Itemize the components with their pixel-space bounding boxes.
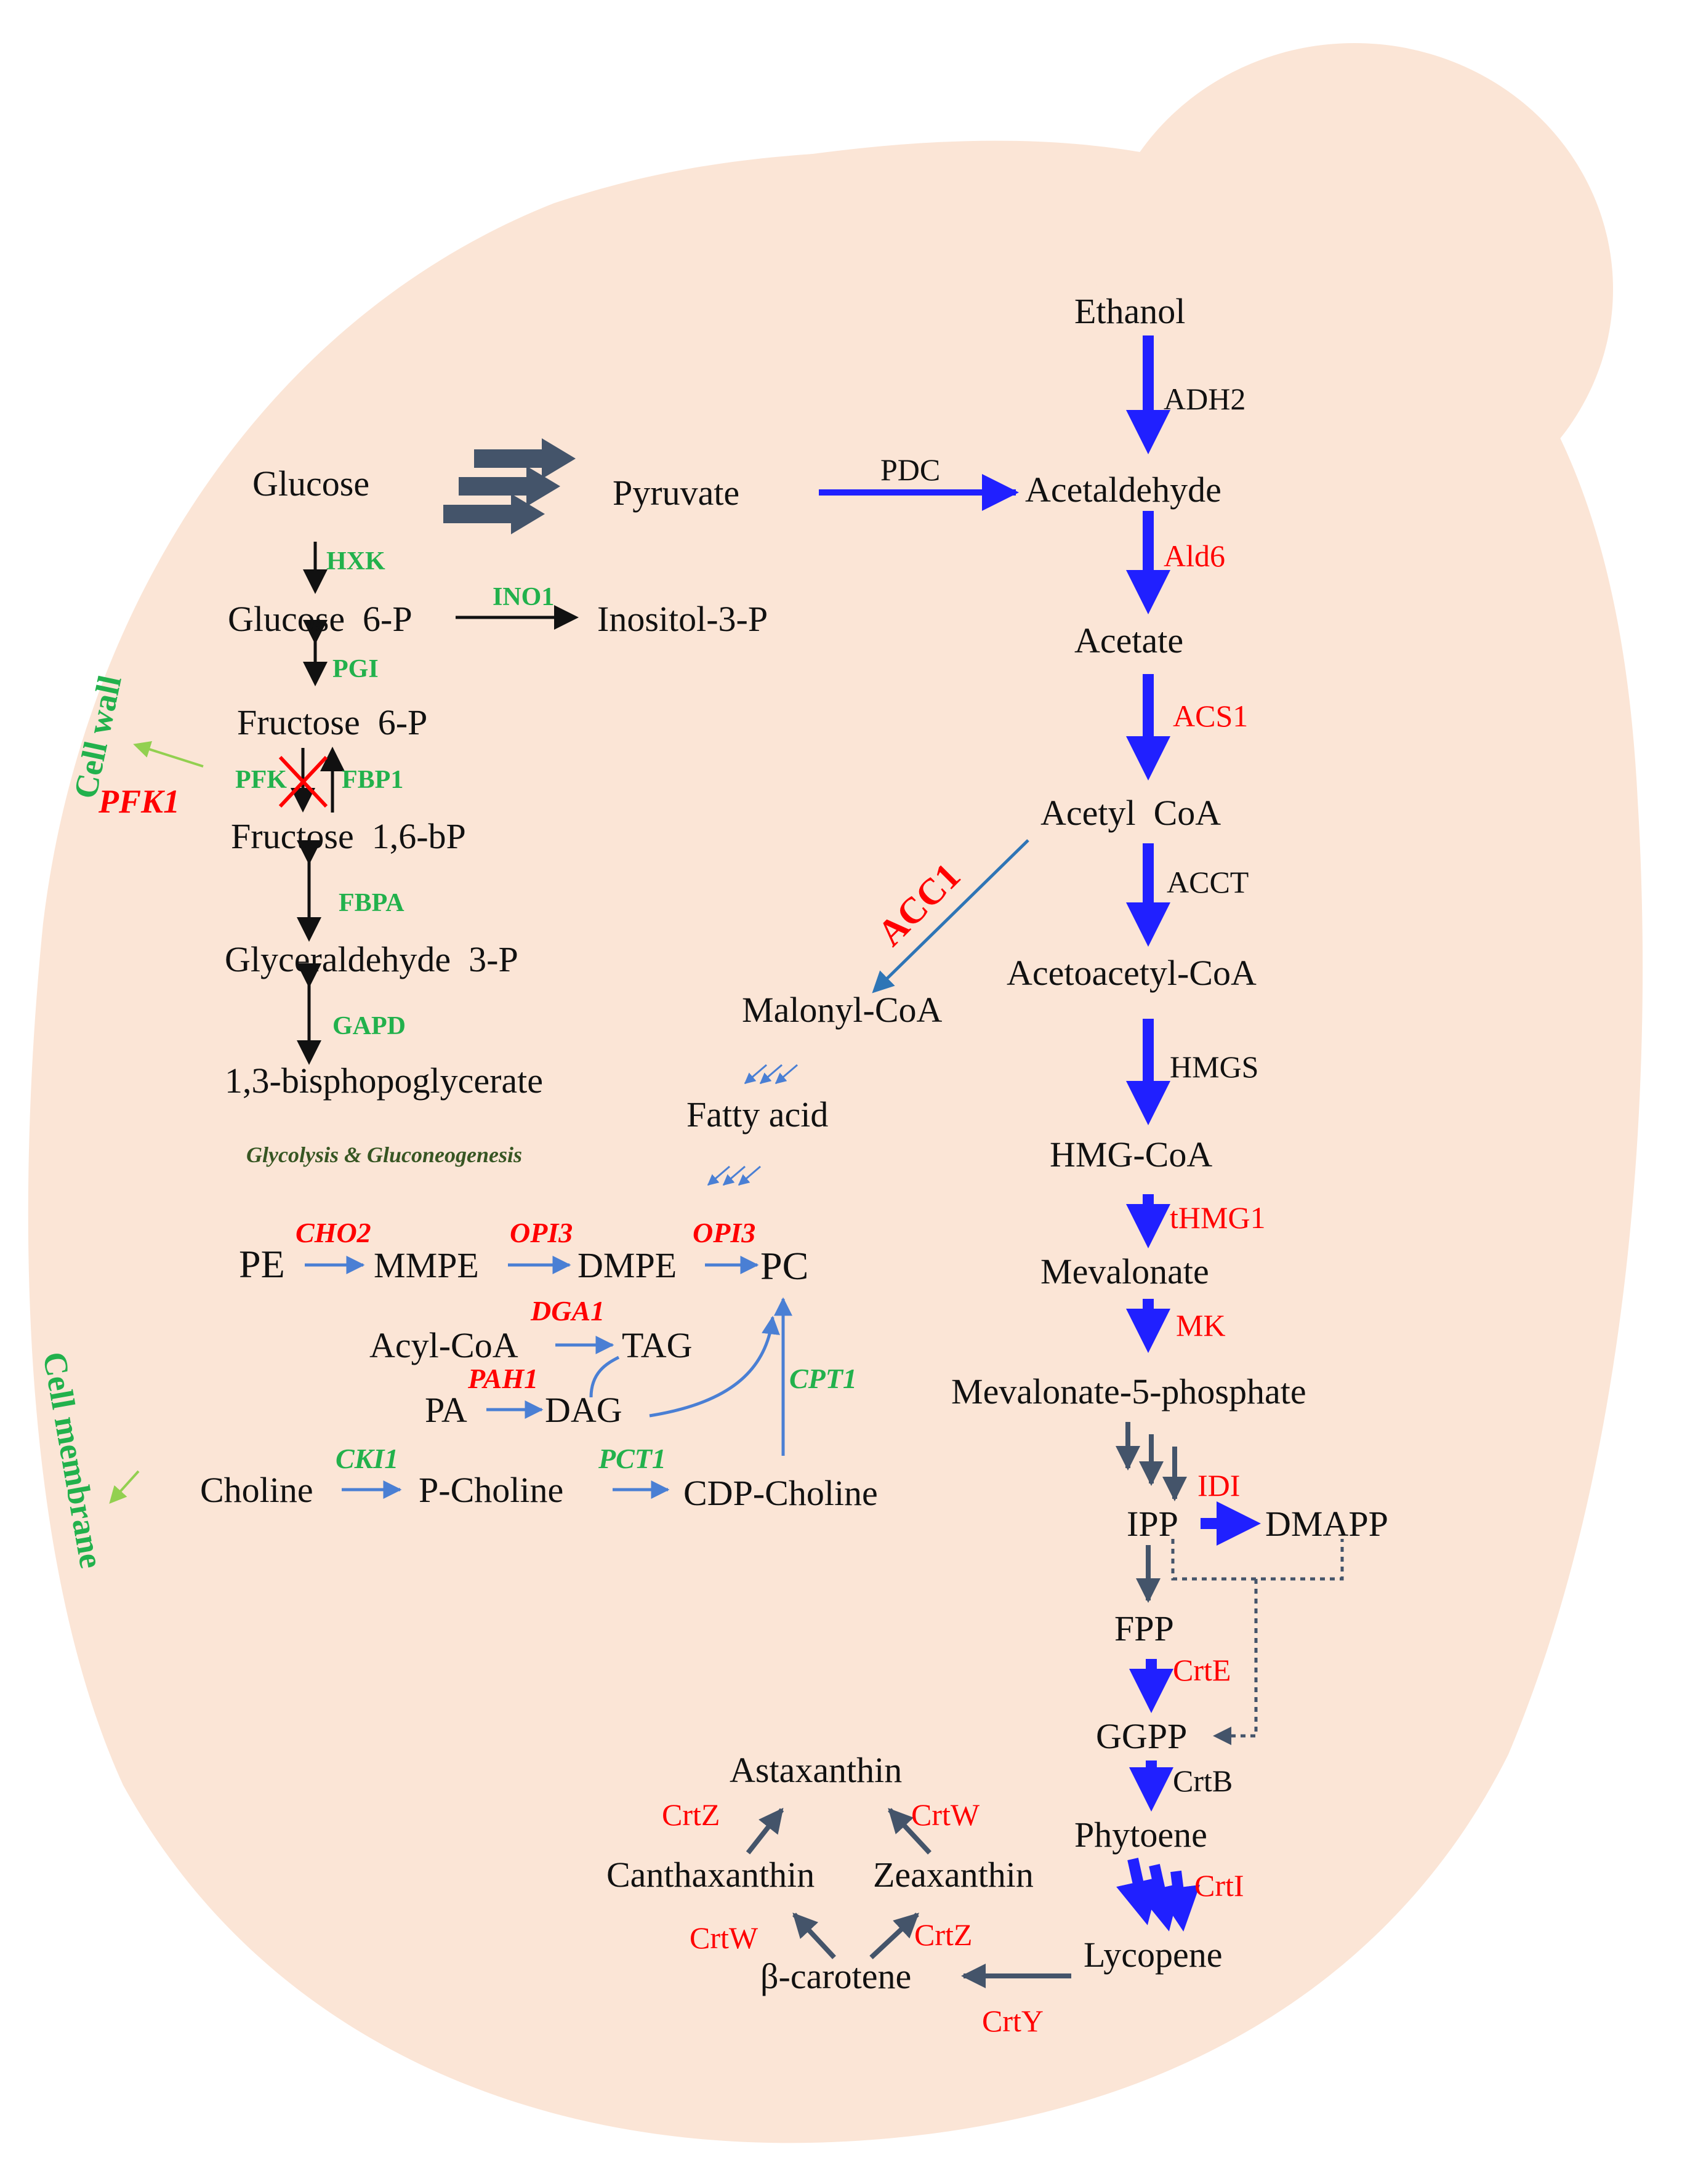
enzyme-pgi: PGI [332,655,379,683]
ggpp: GGPP [1096,1716,1187,1756]
enzyme-thmg1: tHMG1 [1170,1200,1266,1235]
phytoene: Phytoene [1074,1815,1207,1855]
compartment-pointers [109,741,204,1504]
enzyme-acs1: ACS1 [1173,699,1248,733]
canthaxanthin: Canthaxanthin [606,1855,815,1895]
enzyme-crtb: CrtB [1173,1764,1233,1798]
enzyme-adh2: ADH2 [1164,382,1245,416]
enzyme-hmgs: HMGS [1170,1050,1258,1084]
enzyme-ald6: Ald6 [1164,539,1225,573]
pyruvate: Pyruvate [613,473,739,513]
enzyme-pfk: PFK [235,766,287,794]
enzyme-fbp1: FBP1 [342,766,403,794]
p-choline: P-Choline [419,1470,563,1510]
dag: DAG [545,1390,622,1430]
enzyme-pah1: PAH1 [467,1363,538,1394]
acetyl-coa: Acetyl CoA [1040,793,1221,833]
pfk-knockout-mark [278,755,328,808]
enzyme-gapd: GAPD [332,1012,406,1040]
enzyme-acct: ACCT [1167,865,1249,899]
malonyl-coa: Malonyl-CoA [742,990,943,1030]
enzyme-hxk: HXK [326,547,385,576]
mevalonate-5-phosphate: Mevalonate-5-phosphate [951,1371,1306,1411]
beta-carotene: β-carotene [760,1956,911,1996]
enzyme-crtz-a: CrtZ [662,1797,720,1832]
mevalonate: Mevalonate [1040,1251,1209,1291]
tag: TAG [622,1325,693,1365]
mmpe: MMPE [374,1245,479,1285]
pa: PA [425,1390,467,1430]
acyl-coa: Acyl-CoA [369,1325,518,1365]
enzyme-opi3-a: OPI3 [510,1217,573,1248]
enzyme-pfk1: PFK1 [98,783,180,820]
enzyme-pdc: PDC [880,452,940,487]
pc: PC [760,1244,808,1288]
cell-body [28,140,1643,2143]
enzyme-cho2: CHO2 [296,1217,371,1248]
enzyme-crty: CrtY [982,2004,1044,2038]
enzyme-idi: IDI [1197,1468,1240,1503]
enzyme-cpt1: CPT1 [789,1363,857,1394]
enzyme-dga1: DGA1 [530,1295,605,1327]
glucose-pyruvate-arrows [443,438,576,534]
ethanol: Ethanol [1074,291,1185,331]
glucose-6p: Glucose 6-P [228,599,412,639]
acetaldehyde: Acetaldehyde [1025,470,1221,510]
fpp: FPP [1114,1608,1174,1648]
glycolysis-arrows [291,542,579,1065]
enzyme-cki1: CKI1 [336,1443,398,1474]
bisphosphoglycerate: 1,3-bisphopoglycerate [225,1061,543,1101]
acetate: Acetate [1074,620,1183,660]
pe: PE [239,1242,285,1286]
enzyme-crtz-b: CrtZ [914,1917,972,1952]
enzyme-crtw-a: CrtW [911,1797,980,1832]
fructose-6p: Fructose 6-P [237,702,427,742]
astaxanthin: Astaxanthin [730,1750,902,1790]
carotenoid-arrows [746,1807,1071,1988]
fatty-acid: Fatty acid [686,1094,828,1134]
lycopene: Lycopene [1084,1935,1222,1975]
enzyme-mk: MK [1176,1308,1226,1343]
glycolysis-label: Glycolysis & Gluconeogenesis [246,1142,522,1167]
ipp: IPP [1127,1504,1178,1544]
enzyme-ino1: INO1 [493,583,554,611]
glyceraldehyde-3p: Glyceraldehyde 3-P [225,939,518,979]
hmg-coa: HMG-CoA [1050,1134,1212,1174]
fructose-16bp: Fructose 1,6-bP [231,816,466,856]
enzyme-crti: CrtI [1194,1868,1244,1903]
ipp-arrows [1116,1422,1187,1603]
enzyme-opi3-b: OPI3 [693,1217,755,1248]
dmapp: DMAPP [1265,1504,1388,1544]
choline: Choline [200,1470,313,1510]
acetoacetyl-coa: Acetoacetyl-CoA [1007,953,1257,993]
fatty-acid-arrows [707,1064,798,1186]
enzyme-pct1: PCT1 [598,1443,666,1474]
cell-bud [1096,43,1613,536]
phospholipid-arrows [305,1256,792,1499]
enzyme-fbpa: FBPA [339,889,404,917]
zeaxanthin: Zeaxanthin [873,1855,1034,1895]
acc1-arrow [872,839,1029,994]
dmpe: DMPE [577,1245,677,1285]
glucose: Glucose [252,464,369,504]
cdp-choline: CDP-Choline [683,1473,878,1513]
ipp-dmapp-bracket [1171,1539,1344,1745]
inositol-3p: Inositol-3-P [597,599,768,639]
enzyme-crte: CrtE [1173,1653,1231,1687]
enzyme-crtw-b: CrtW [690,1921,759,1955]
mevalonate-pathway-arrows [1116,335,1261,1932]
